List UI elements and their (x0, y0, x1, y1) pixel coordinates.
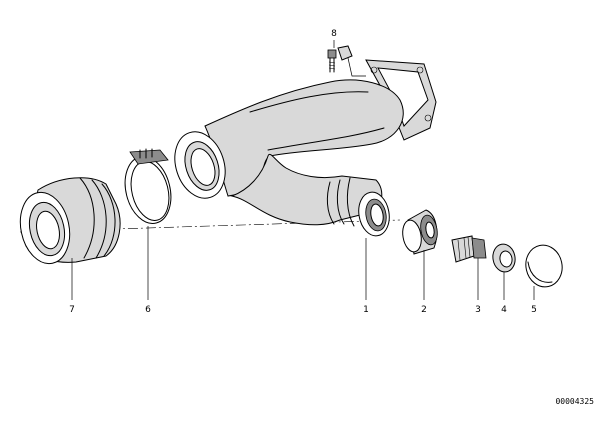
bush-sleeve (402, 209, 438, 255)
nut-ring (492, 243, 516, 273)
part-label-3: 3 (475, 305, 481, 315)
part-label-5: 5 (531, 305, 537, 315)
rubber-bellows-sleeve (19, 177, 121, 265)
part-label-8: 8 (331, 29, 337, 39)
part-label-1: 1 (363, 305, 369, 315)
part-label-4: 4 (501, 305, 507, 315)
part-label-2: 2 (421, 305, 427, 315)
catalog-code: 00004325 (555, 397, 594, 406)
part-label-7: 7 (69, 305, 75, 315)
leader-8 (333, 40, 366, 77)
threaded-sensor (451, 235, 487, 263)
end-cap (525, 244, 563, 288)
hose-clamp (124, 148, 172, 224)
intake-y-pipe (174, 59, 437, 237)
bolt-screw (327, 45, 353, 73)
part-label-6: 6 (145, 305, 151, 315)
